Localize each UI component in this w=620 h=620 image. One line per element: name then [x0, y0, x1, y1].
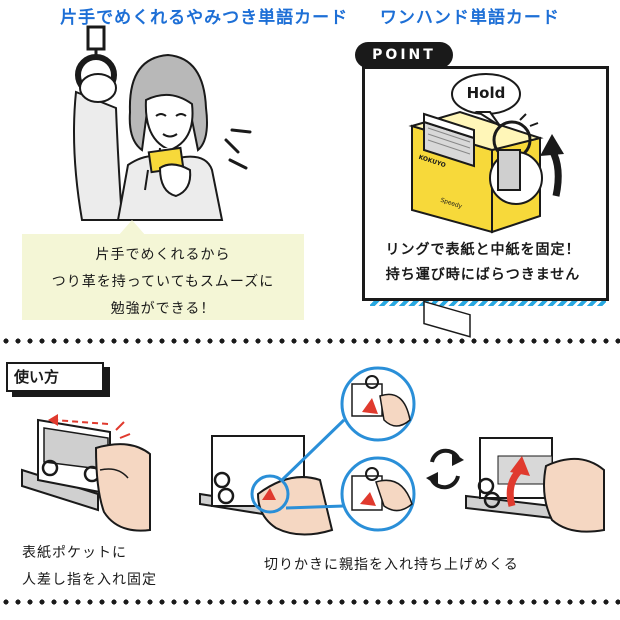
point-caption: リングで表紙と中紙を固定！ 持ち運び時にばらつきません: [368, 238, 598, 288]
commuter-caption-line-1: 片手でめくれるから: [95, 247, 231, 263]
point-caption-line-2: 持ち運び時にばらつきません: [385, 267, 581, 283]
step2-caption: 切りかきに親指を入れ持ち上げめくる: [264, 557, 519, 573]
title-left: 片手でめくれるやみつき単語カード: [60, 8, 349, 28]
commuter-caption-line-2: つり革を持っていてもスムーズに: [51, 274, 275, 290]
commuter-caption-box: [22, 234, 304, 320]
step1-caption-line-2: 人差し指を入れ固定: [22, 572, 157, 588]
step1-caption: 表紙ポケットに 人差し指を入れ固定: [22, 540, 157, 594]
step1-caption-line-1: 表紙ポケットに: [22, 545, 127, 561]
point-badge: POINT: [355, 42, 453, 68]
divider-bottom: [0, 599, 620, 605]
usage-badge: 使い方: [6, 362, 104, 392]
commuter-caption-line-3: 勉強ができる！: [110, 301, 216, 317]
hold-bubble-text: Hold: [466, 84, 506, 102]
divider-top: [0, 338, 620, 344]
page-title: 片手でめくれるやみつき単語カード ワンハンド単語カード: [0, 3, 620, 28]
caption-pointer: [118, 220, 146, 236]
point-caption-line-1: リングで表紙と中紙を固定！: [385, 242, 581, 258]
title-right: ワンハンド単語カード: [379, 8, 560, 28]
commuter-caption: 片手でめくれるから つり革を持っていてもスムーズに 勉強ができる！: [22, 242, 304, 323]
